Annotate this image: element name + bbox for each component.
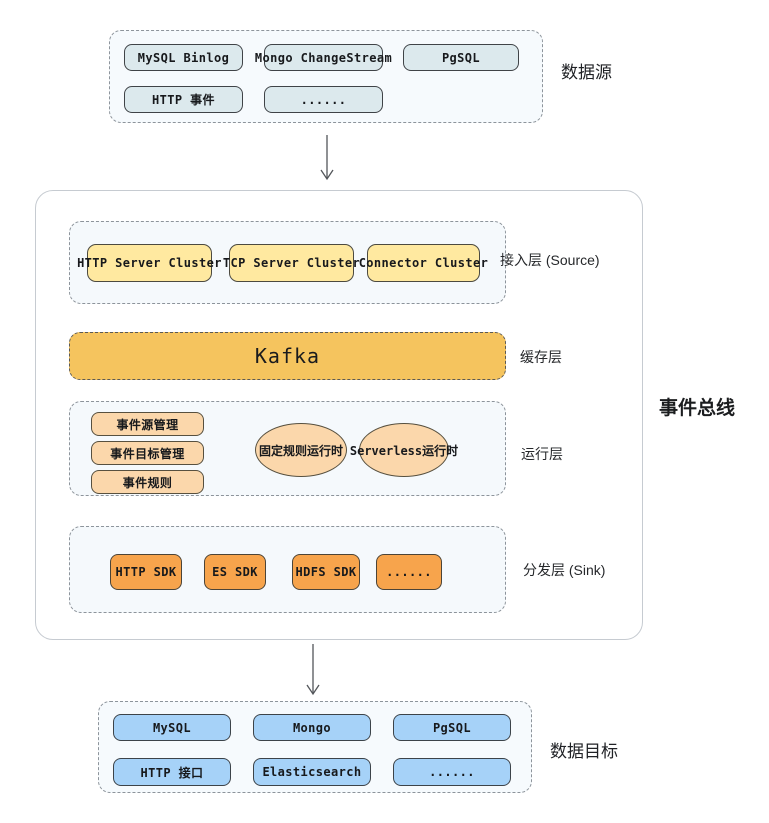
node-mysql-binlog: MySQL Binlog [124,44,243,71]
node-http-server-cluster: HTTP Server Cluster [77,244,222,282]
data-source-label: 数据源 [561,63,612,82]
cache-layer-label: 缓存层 [520,349,562,365]
node-target-more: ...... [393,758,511,786]
event-bus-label: 事件总线 [659,398,736,419]
node-pgsql-target: PgSQL [393,714,511,741]
node-fixed-rule-runtime: 固定规则运行时 [255,423,347,477]
access-layer-group: HTTP Server Cluster TCP Server Cluster C… [69,221,506,304]
data-target-label: 数据目标 [550,742,618,761]
node-event-target-mgmt: 事件目标管理 [91,441,204,465]
node-es-sdk: ES SDK [204,554,266,590]
node-http-sdk: HTTP SDK [110,554,182,590]
runtime-layer-label: 运行层 [521,446,563,462]
node-event-source-mgmt: 事件源管理 [91,412,204,436]
node-connector-cluster: Connector Cluster [359,244,488,282]
arrow-source-to-bus [320,135,334,181]
event-bus-box: HTTP Server Cluster TCP Server Cluster C… [35,190,643,640]
data-source-group: MySQL Binlog Mongo ChangeStream PgSQL HT… [109,30,543,123]
runtime-layer-group: 事件源管理 事件目标管理 事件规则 固定规则运行时 Serverless运行时 [69,401,506,496]
node-event-rules: 事件规则 [91,470,204,494]
node-hdfs-sdk: HDFS SDK [292,554,360,590]
node-serverless-runtime: Serverless运行时 [350,423,458,477]
arrow-bus-to-target [306,644,320,696]
node-kafka: Kafka [69,332,506,380]
node-tcp-server-cluster: TCP Server Cluster [223,244,360,282]
node-sink-more: ...... [376,554,442,590]
node-source-more: ...... [264,86,383,113]
sink-layer-group: HTTP SDK ES SDK HDFS SDK ...... [69,526,506,613]
access-layer-label: 接入层 (Source) [500,252,600,268]
node-mongo-target: Mongo [253,714,371,741]
data-target-group: MySQL Mongo PgSQL HTTP 接口 Elasticsearch … [98,701,532,793]
node-elasticsearch-target: Elasticsearch [253,758,371,786]
node-http-api-target: HTTP 接口 [113,758,231,786]
node-mysql-target: MySQL [113,714,231,741]
sink-layer-label: 分发层 (Sink) [523,562,606,578]
node-mongo-changestream: Mongo ChangeStream [255,44,392,71]
node-http-event: HTTP 事件 [124,86,243,113]
node-pgsql-source: PgSQL [403,44,519,71]
